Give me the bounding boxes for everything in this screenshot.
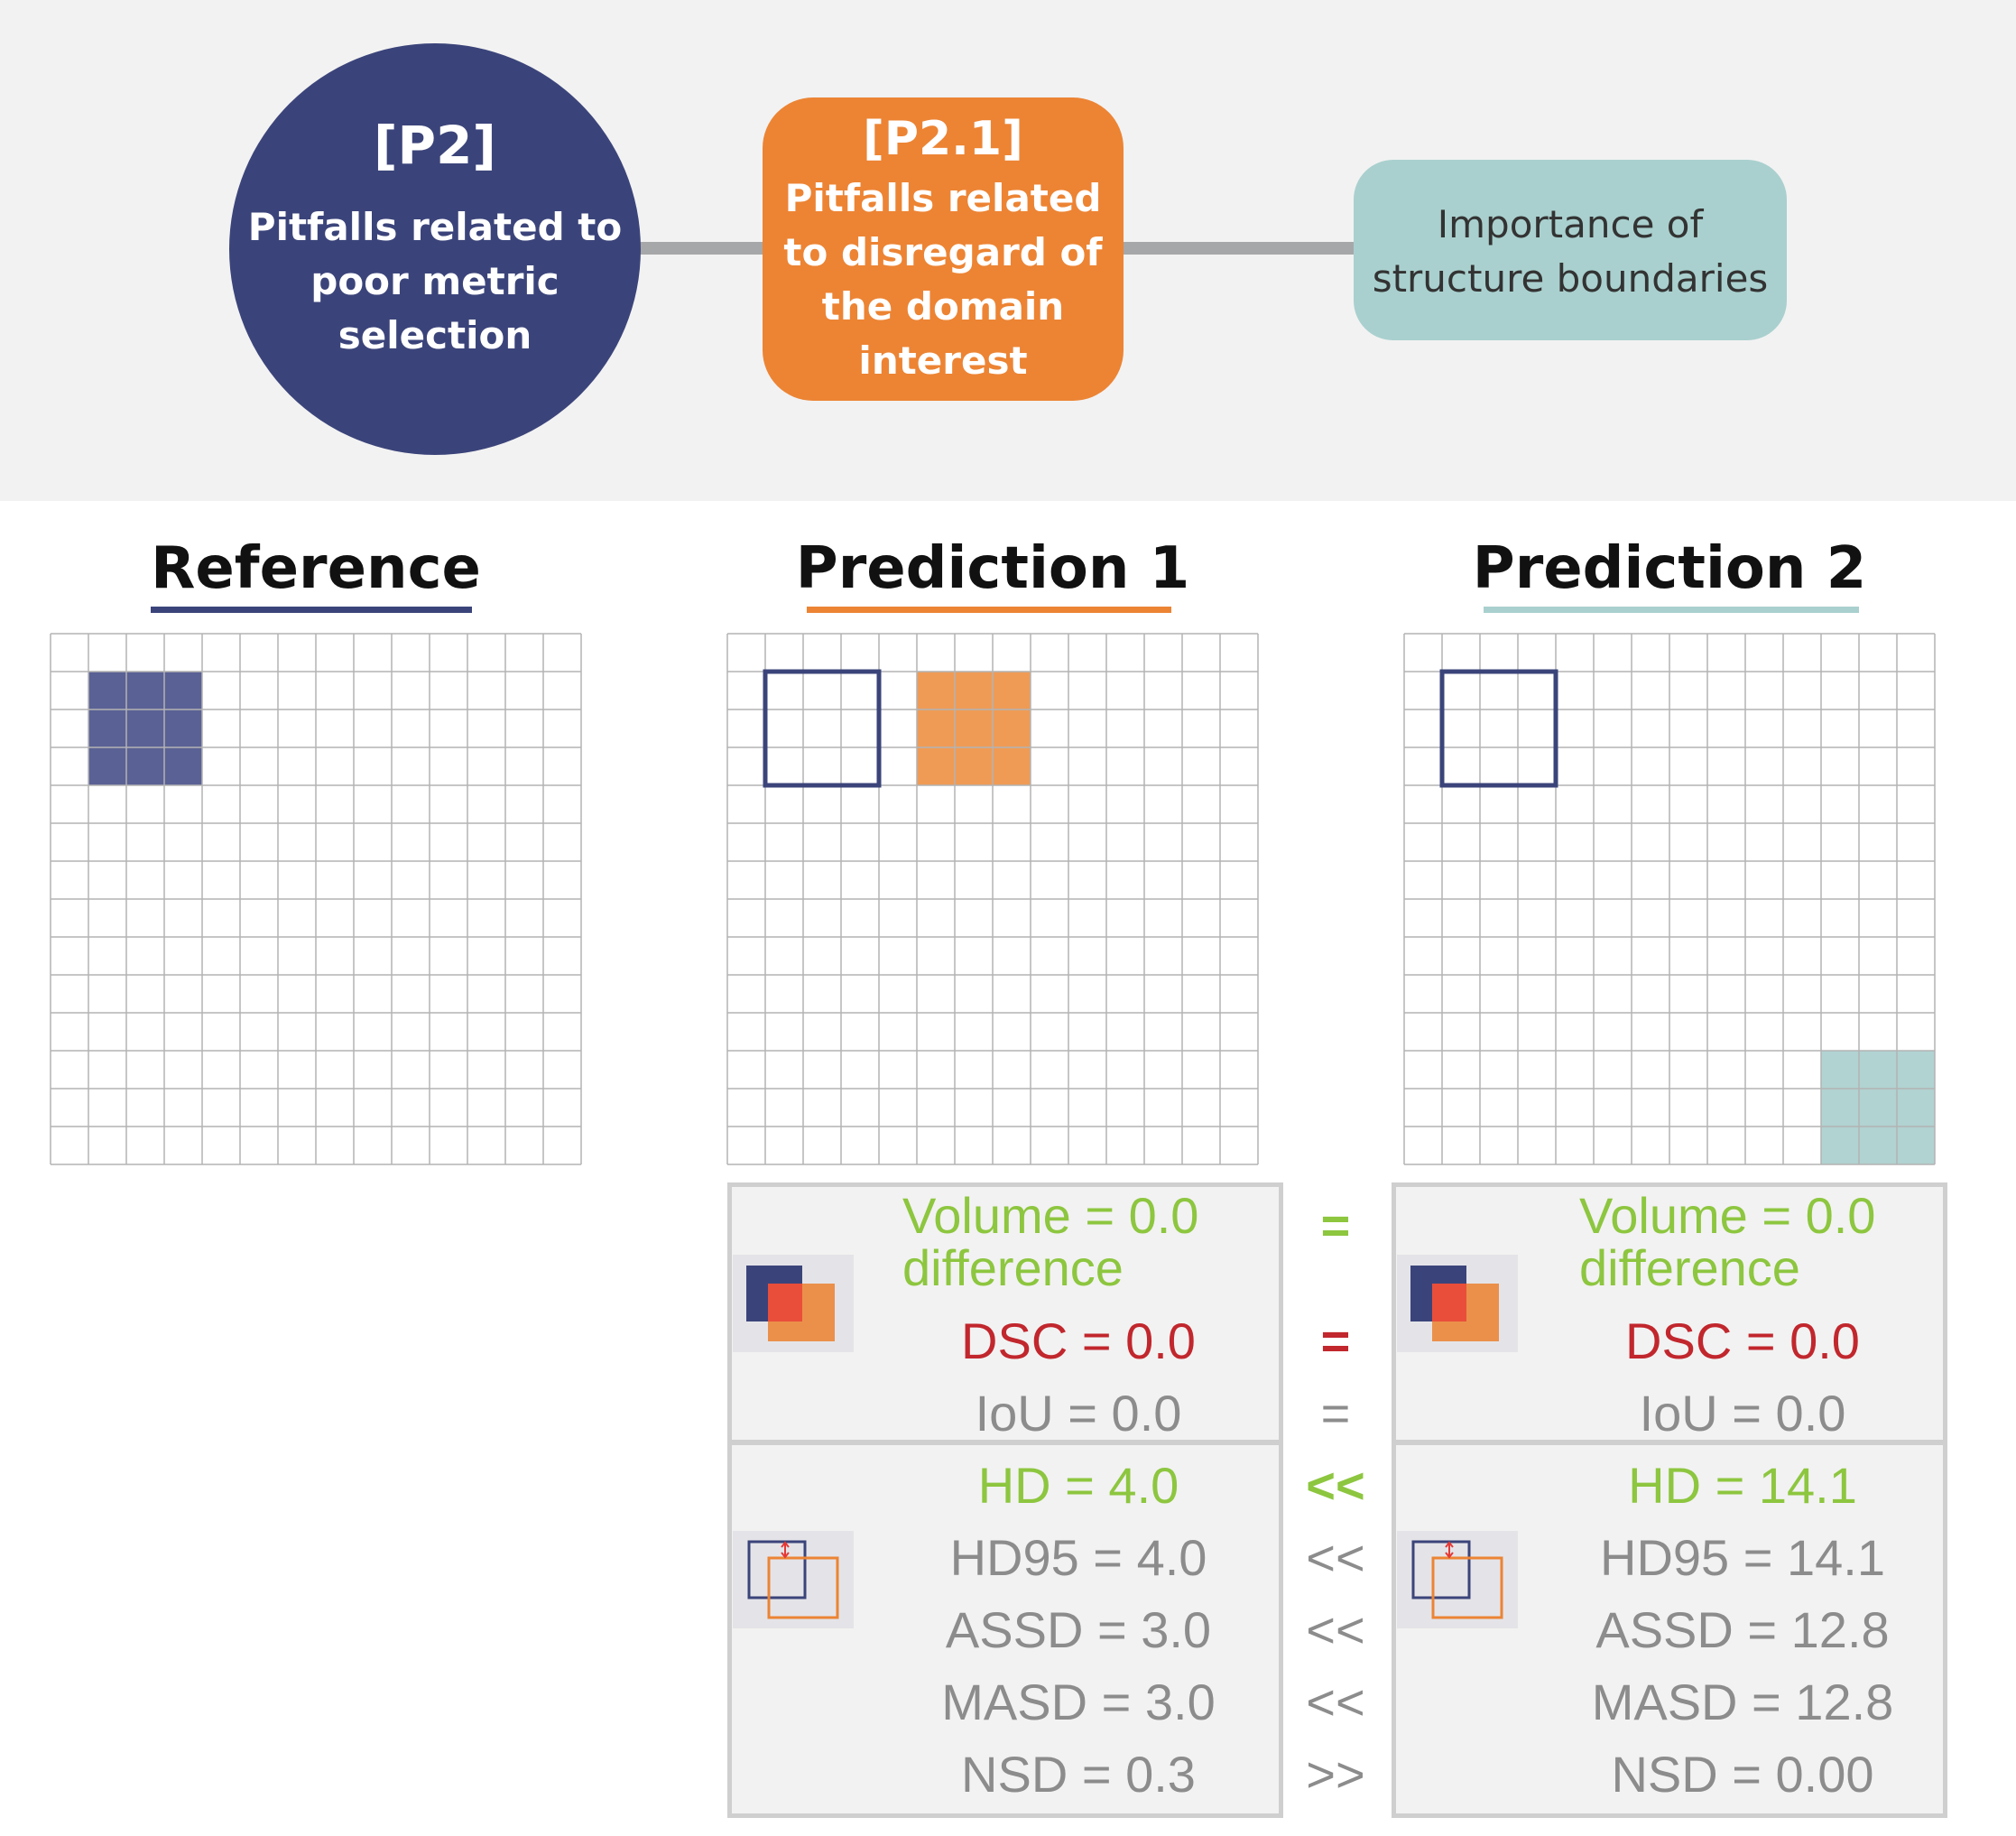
iou-metric-p2: IoU = 0.0: [1639, 1385, 1846, 1442]
comparison-symbol: >>: [1306, 1746, 1365, 1803]
leaf-node: Importance of structure boundaries: [1354, 160, 1787, 340]
volume-difference-metric-p1: Volume = 0.0 difference: [902, 1190, 1263, 1294]
reference-underline: [151, 607, 472, 613]
p2-1-code: [P2.1]: [863, 112, 1023, 166]
p2-1-description: Pitfalls related to disregard of the dom…: [763, 172, 1124, 388]
reference-grid: [50, 633, 582, 1165]
prediction1-underline: [807, 607, 1171, 613]
reference-region: [88, 672, 202, 785]
p2-1-node: [P2.1] Pitfalls related to disregard of …: [763, 97, 1124, 401]
p2-desc-line: selection: [338, 313, 532, 357]
comparison-symbol: =: [1320, 1312, 1351, 1369]
overlap-icon: [1397, 1255, 1518, 1356]
metric-line: difference: [902, 1239, 1124, 1296]
p2-desc-line: Pitfalls related to: [247, 205, 623, 249]
comparison-symbol: <<: [1306, 1457, 1365, 1514]
distance-metrics-box-prediction2: [1392, 1441, 1947, 1818]
leaf-line: Importance of: [1437, 202, 1704, 246]
connector-line-2: [1119, 242, 1363, 255]
prediction2-region: [1821, 1051, 1935, 1164]
comparison-symbol: <<: [1306, 1529, 1365, 1586]
p2-node: [P2] Pitfalls related to poor metric sel…: [229, 43, 641, 455]
metric-line: Volume = 0.0: [902, 1187, 1199, 1244]
p2-1-desc-line: interest: [858, 338, 1028, 383]
prediction1-grid: [726, 633, 1259, 1165]
hd95-metric-p1: HD95 = 4.0: [949, 1529, 1207, 1586]
volume-difference-metric-p2: Volume = 0.0 difference: [1579, 1190, 1940, 1294]
p2-desc-line: poor metric: [310, 259, 559, 303]
p2-1-desc-line: Pitfalls related: [784, 176, 1102, 220]
prediction1-region: [917, 672, 1031, 785]
boundary-distance-icon: [1397, 1531, 1518, 1632]
assd-metric-p1: ASSD = 3.0: [945, 1601, 1212, 1658]
leaf-line: structure boundaries: [1372, 256, 1769, 301]
reference-outline: [763, 669, 882, 788]
prediction2-title: Prediction 2: [1472, 535, 1867, 602]
prediction2-grid: [1403, 633, 1936, 1165]
comparison-symbol: =: [1320, 1385, 1351, 1442]
reference-title: Reference: [151, 535, 481, 602]
overlap-icon: [733, 1255, 854, 1356]
assd-metric-p2: ASSD = 12.8: [1595, 1601, 1890, 1658]
hd95-metric-p2: HD95 = 14.1: [1600, 1529, 1885, 1586]
p2-1-desc-line: the domain: [821, 284, 1065, 329]
hd-metric-p1: HD = 4.0: [977, 1457, 1179, 1514]
distance-metrics-box-prediction1: [727, 1441, 1283, 1818]
comparison-symbol: <<: [1306, 1674, 1365, 1730]
p2-code: [P2]: [374, 115, 496, 176]
dsc-metric-p2: DSC = 0.0: [1625, 1312, 1860, 1369]
p2-1-desc-line: to disregard of: [783, 230, 1103, 274]
prediction2-underline: [1484, 607, 1859, 613]
reference-outline: [1439, 669, 1558, 788]
nsd-metric-p1: NSD = 0.3: [961, 1746, 1196, 1803]
comparison-symbol: =: [1320, 1197, 1351, 1254]
masd-metric-p2: MASD = 12.8: [1591, 1674, 1894, 1730]
prediction1-title: Prediction 1: [795, 535, 1190, 602]
metric-line: difference: [1579, 1239, 1800, 1296]
iou-metric-p1: IoU = 0.0: [975, 1385, 1182, 1442]
dsc-metric-p1: DSC = 0.0: [961, 1312, 1196, 1369]
hd-metric-p2: HD = 14.1: [1628, 1457, 1857, 1514]
nsd-metric-p2: NSD = 0.00: [1611, 1746, 1874, 1803]
boundary-distance-icon: [733, 1531, 854, 1632]
p2-description: Pitfalls related to poor metric selectio…: [229, 200, 641, 363]
connector-line-1: [632, 242, 776, 255]
metric-line: Volume = 0.0: [1579, 1187, 1876, 1244]
masd-metric-p1: MASD = 3.0: [941, 1674, 1216, 1730]
comparison-symbol: <<: [1306, 1601, 1365, 1658]
